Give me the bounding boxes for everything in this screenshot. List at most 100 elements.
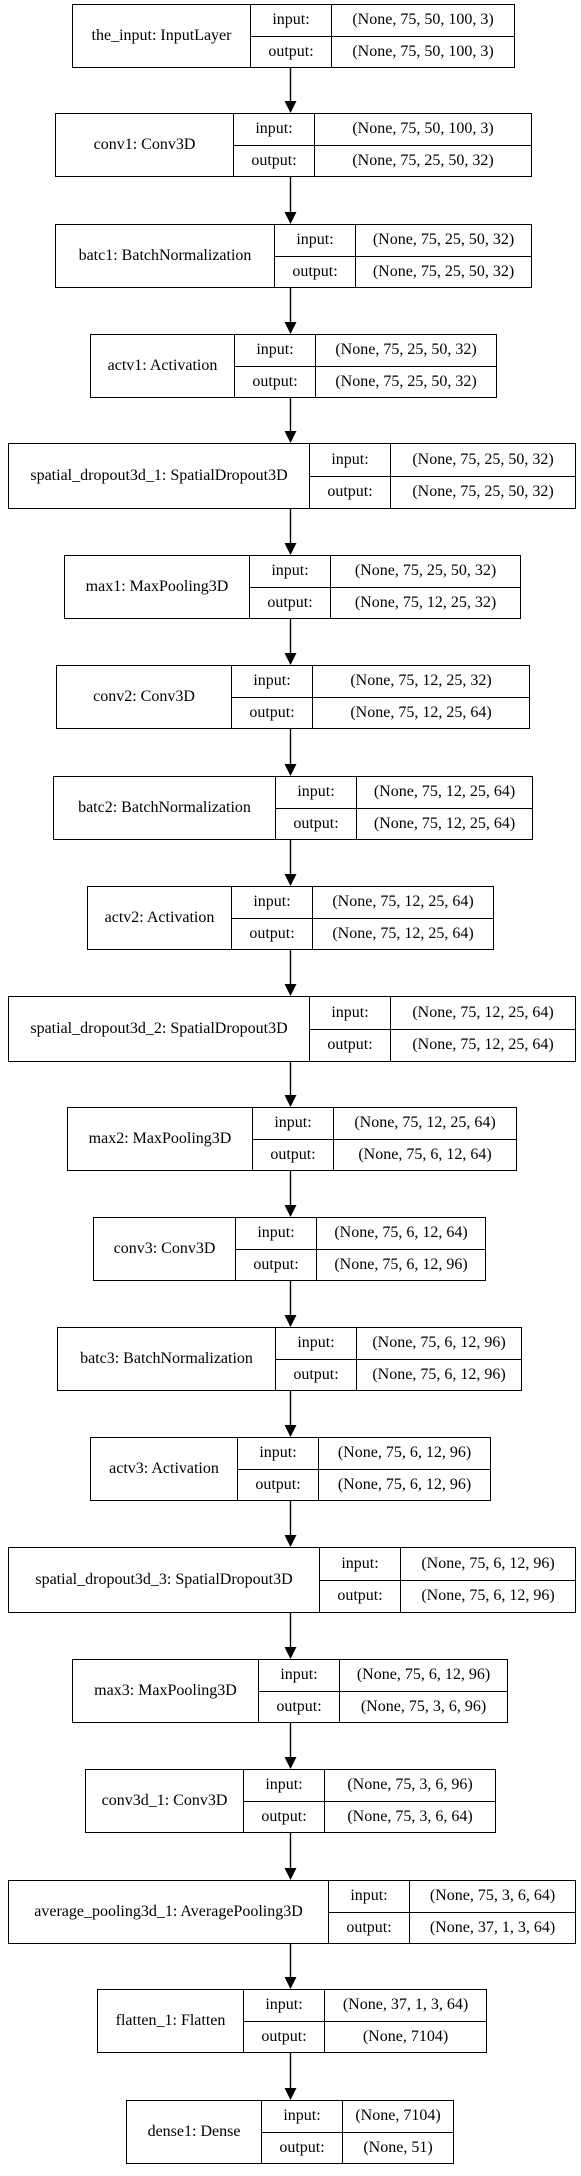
input-label: input: <box>250 556 330 588</box>
input-label: input: <box>244 1990 324 2022</box>
io-values: (None, 75, 6, 12, 96)(None, 75, 6, 12, 9… <box>319 1438 490 1500</box>
io-values: (None, 75, 25, 50, 32)(None, 75, 25, 50,… <box>391 444 575 508</box>
io-values: (None, 75, 12, 25, 64)(None, 75, 12, 25,… <box>391 997 575 1061</box>
output-label: output: <box>267 593 313 611</box>
layer-name: actv1: Activation <box>91 335 235 397</box>
output-shape: (None, 75, 6, 12, 96) <box>421 1587 555 1605</box>
input-label: input: <box>234 114 314 146</box>
io-labels: input: output: <box>310 444 391 508</box>
arrow-head-icon <box>284 874 297 886</box>
input-label: input: <box>244 1770 324 1802</box>
io-labels: input: output: <box>250 556 331 618</box>
input-shape: (None, 7104) <box>343 2101 453 2133</box>
output-label: output: <box>276 1697 322 1715</box>
io-values: (None, 75, 3, 6, 64)(None, 37, 1, 3, 64) <box>410 1881 575 1943</box>
io-labels: input:output: <box>262 2101 343 2163</box>
input-label: input: <box>329 1881 409 1913</box>
io-values: (None, 37, 1, 3, 64) (None, 7104) <box>325 1990 486 2052</box>
input-label: input: <box>276 777 356 809</box>
arrow-head-icon <box>284 322 297 334</box>
output-label: output: <box>293 1365 339 1383</box>
output-shape: (None, 7104) <box>362 2027 449 2045</box>
arrow-head-icon <box>284 1535 297 1547</box>
input-label: input: <box>251 5 331 37</box>
arrow-head-icon <box>284 101 297 113</box>
io-values: (None, 75, 50, 100, 3)(None, 75, 25, 50,… <box>315 114 531 176</box>
input-label: input: <box>235 335 315 367</box>
layer-name: conv2: Conv3D <box>57 666 232 728</box>
io-values: (None, 75, 6, 12, 96)(None, 75, 6, 12, 9… <box>357 1328 521 1390</box>
layer-name: batc2: BatchNormalization <box>54 777 276 839</box>
arrow-head-icon <box>284 2088 297 2100</box>
output-label: output: <box>261 2027 307 2045</box>
output-shape: (None, 75, 50, 100, 3) <box>352 42 494 60</box>
output-shape: (None, 75, 3, 6, 96) <box>360 1697 487 1715</box>
output-label: output: <box>327 483 373 501</box>
layer-name: batc1: BatchNormalization <box>56 225 275 287</box>
layer-name: spatial_dropout3d_3: SpatialDropout3D <box>9 1548 320 1612</box>
layer-name: spatial_dropout3d_1: SpatialDropout3D <box>9 444 310 508</box>
io-labels: input:output: <box>329 1881 410 1943</box>
output-label: output: <box>270 1145 316 1163</box>
input-shape: (None, 37, 1, 3, 64) <box>325 1990 486 2022</box>
io-values: (None, 75, 6, 12, 96)(None, 75, 6, 12, 9… <box>401 1548 575 1612</box>
layer-name: max3: MaxPooling3D <box>73 1660 259 1722</box>
output-label: output: <box>261 1807 307 1825</box>
output-shape: (None, 75, 3, 6, 64) <box>347 1807 473 1825</box>
output-label: output: <box>249 924 295 942</box>
input-label: input: <box>253 1108 333 1140</box>
io-labels: input:output: <box>238 1438 319 1500</box>
arrow-head-icon <box>284 1757 297 1769</box>
output-shape: (None, 37, 1, 3, 64) <box>429 1918 556 1936</box>
output-shape: (None, 75, 25, 50, 32) <box>335 372 477 390</box>
output-label: output: <box>293 814 339 832</box>
output-label: output: <box>252 372 298 390</box>
input-label: input: <box>232 666 312 698</box>
io-labels: input:output: <box>236 1218 317 1280</box>
arrow-head-icon <box>284 1315 297 1327</box>
input-label: input: <box>310 444 390 477</box>
output-shape: (None, 51) <box>363 2138 433 2156</box>
output-label: output: <box>251 151 297 169</box>
input-shape: (None, 75, 25, 50, 32) <box>316 335 496 367</box>
io-labels: input: output: <box>244 1770 325 1832</box>
layer-name: actv3: Activation <box>91 1438 238 1500</box>
output-label: output: <box>255 1475 301 1493</box>
io-values: (None, 75, 12, 25, 64)(None, 75, 12, 25,… <box>313 887 493 949</box>
io-values: (None, 75, 50, 100, 3)(None, 75, 50, 100… <box>332 5 514 67</box>
input-shape: (None, 75, 6, 12, 64) <box>317 1218 485 1250</box>
input-label: input: <box>275 225 355 257</box>
input-shape: (None, 75, 50, 100, 3) <box>315 114 531 146</box>
io-values: (None, 7104) (None, 51) <box>343 2101 453 2163</box>
layer-name: conv3: Conv3D <box>94 1218 236 1280</box>
io-labels: input: output: <box>253 1108 334 1170</box>
io-labels: input: output: <box>235 335 316 397</box>
arrow-head-icon <box>284 212 297 224</box>
arrow-head-icon <box>284 1868 297 1880</box>
output-label: output: <box>327 1036 373 1054</box>
arrow-head-icon <box>284 1205 297 1217</box>
input-label: input: <box>259 1660 339 1692</box>
input-shape: (None, 75, 6, 12, 96) <box>319 1438 490 1470</box>
layer-name: batc3: BatchNormalization <box>58 1328 276 1390</box>
output-shape: (None, 75, 6, 12, 96) <box>372 1365 506 1383</box>
input-shape: (None, 75, 25, 50, 32) <box>331 556 520 588</box>
input-shape: (None, 75, 6, 12, 96) <box>340 1660 507 1692</box>
io-values: (None, 75, 12, 25, 64)(None, 75, 6, 12, … <box>334 1108 516 1170</box>
io-labels: input:output: <box>232 666 313 728</box>
layer-name: spatial_dropout3d_2: SpatialDropout3D <box>9 997 310 1061</box>
io-labels: input:output: <box>251 5 332 67</box>
